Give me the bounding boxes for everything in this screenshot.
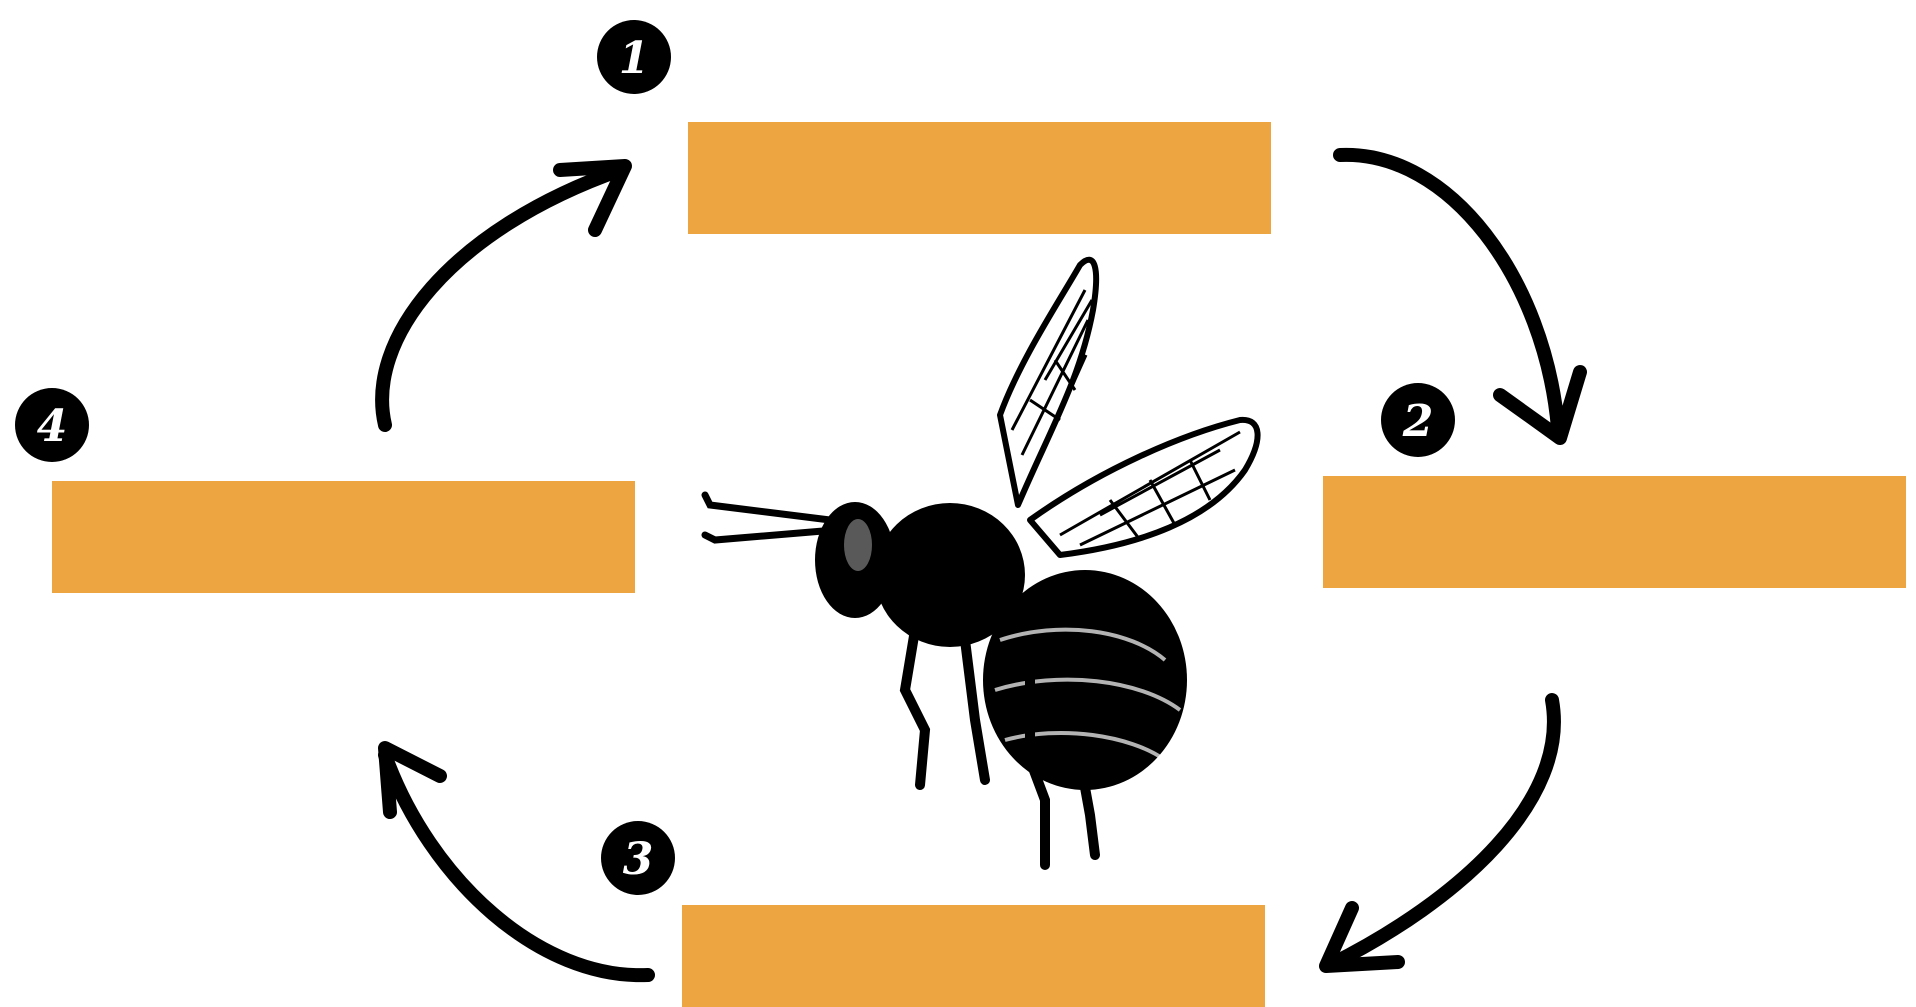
step-3-box (682, 905, 1265, 1007)
arrow-2-to-3 (1326, 700, 1554, 966)
step-1-badge: 1 (597, 20, 671, 94)
step-1-box (688, 122, 1271, 234)
bee-illustration (705, 260, 1258, 865)
step-4-number: 4 (37, 401, 68, 452)
step-4-badge: 4 (15, 388, 89, 462)
step-4-box (52, 481, 635, 593)
step-3-badge: 3 (601, 821, 675, 895)
step-2-number: 2 (1402, 396, 1434, 447)
step-2-badge: 2 (1381, 383, 1455, 457)
step-3-number: 3 (623, 834, 654, 885)
step-1-number: 1 (619, 33, 650, 84)
step-2-box (1323, 476, 1906, 588)
arrow-4-to-1 (382, 166, 625, 425)
arrow-1-to-2 (1340, 155, 1580, 438)
